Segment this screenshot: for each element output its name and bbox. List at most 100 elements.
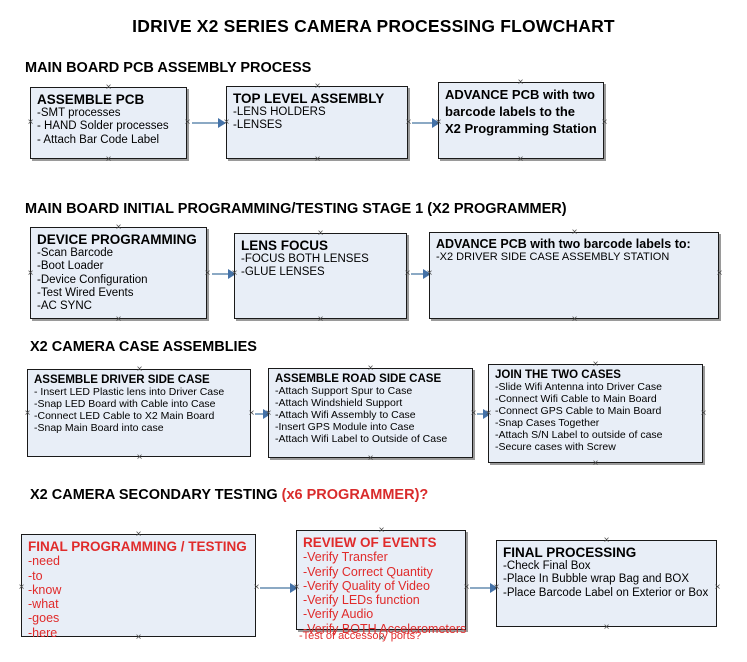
box-title: ADVANCE PCB with two	[445, 87, 595, 102]
box-top-level-assembly[interactable]: TOP LEVEL ASSEMBLY -LENS HOLDERS -LENSES	[226, 86, 408, 159]
box-assemble-driver-side-case[interactable]: ASSEMBLE DRIVER SIDE CASE - Insert LED P…	[27, 369, 251, 457]
box-line: -Check Final Box	[503, 560, 591, 573]
page-title: IDRIVE X2 SERIES CAMERA PROCESSING FLOWC…	[132, 16, 615, 36]
connection-point-bottom[interactable]	[516, 155, 525, 164]
connection-point-left[interactable]	[26, 269, 35, 278]
connection-point-left[interactable]	[222, 118, 231, 127]
connection-point-left[interactable]	[23, 409, 32, 418]
connection-point-right[interactable]	[715, 269, 724, 278]
box-title-line3: X2 Programming Station	[445, 120, 597, 136]
box-title: TOP LEVEL ASSEMBLY	[233, 91, 385, 106]
box-advance-pcb-programming-station[interactable]: ADVANCE PCB with two barcode labels to t…	[438, 82, 604, 159]
box-title: ASSEMBLE ROAD SIDE CASE	[275, 373, 442, 385]
connection-point-top[interactable]	[316, 229, 325, 238]
connection-point-bottom[interactable]	[134, 633, 143, 642]
connection-point-top[interactable]	[313, 82, 322, 91]
box-line: -Attach Support Spur to Case	[275, 385, 413, 398]
connection-point-top[interactable]	[570, 228, 579, 237]
box-final-programming-testing[interactable]: FINAL PROGRAMMING / TESTING -need -to -k…	[21, 534, 256, 640]
connection-point-bottom[interactable]	[570, 315, 579, 324]
connection-point-top[interactable]	[591, 360, 600, 369]
box-advance-pcb-driver-side-case[interactable]: ADVANCE PCB with two barcode labels to: …	[429, 232, 719, 319]
box-line: -Attach Windshield Support	[275, 397, 403, 410]
connection-point-left[interactable]	[492, 583, 501, 592]
box-join-the-two-cases[interactable]: JOIN THE TWO CASES -Slide Wifi Antenna i…	[488, 364, 703, 463]
connection-point-top[interactable]	[602, 536, 611, 545]
connection-point-bottom[interactable]	[377, 634, 386, 643]
box-line: -know	[28, 582, 62, 597]
box-line: -Snap Main Board into case	[34, 422, 164, 435]
connection-point-left[interactable]	[425, 269, 434, 278]
box-final-processing[interactable]: FINAL PROCESSING -Check Final Box -Place…	[496, 540, 717, 627]
connection-point-left[interactable]	[17, 583, 26, 592]
connection-point-top[interactable]	[104, 83, 113, 92]
connection-point-right[interactable]	[600, 118, 609, 127]
connection-point-bottom[interactable]	[313, 155, 322, 164]
connection-point-bottom[interactable]	[602, 623, 611, 632]
section-header-text: X2 CAMERA SECONDARY TESTING	[30, 487, 282, 503]
connection-point-left[interactable]	[26, 118, 35, 127]
box-line: -Secure cases with Screw	[495, 440, 616, 453]
connection-point-left[interactable]	[434, 118, 443, 127]
box-review-of-events[interactable]: REVIEW OF EVENTS -Verify Transfer -Verif…	[296, 530, 466, 636]
connection-point-left[interactable]	[292, 583, 301, 592]
box-line: - Attach Bar Code Label	[37, 133, 160, 146]
connection-point-top[interactable]	[366, 364, 375, 373]
box-line: -Device Configuration	[37, 273, 148, 286]
box-title: LENS FOCUS	[241, 238, 329, 253]
box-title: FINAL PROGRAMMING / TESTING	[28, 539, 247, 554]
box-title: ADVANCE PCB with two barcode labels to:	[436, 237, 691, 251]
connection-point-top[interactable]	[516, 78, 525, 87]
box-title: FINAL PROCESSING	[503, 545, 637, 560]
connection-point-top[interactable]	[114, 223, 123, 232]
connector-line	[411, 273, 425, 275]
box-line: -FOCUS BOTH LENSES	[241, 253, 369, 266]
section-header-x2-camera-case-assemblies: X2 CAMERA CASE ASSEMBLIES	[30, 339, 257, 355]
connection-point-bottom[interactable]	[114, 315, 123, 324]
box-line: -Connect GPS Cable to Main Board	[495, 405, 662, 418]
section-header-text: MAIN BOARD INITIAL PROGRAMMING/TESTING S…	[25, 201, 567, 217]
box-line: -to	[28, 568, 43, 583]
box-line: -SMT processes	[37, 107, 121, 120]
box-line: -Attach S/N Label to outside of case	[495, 428, 663, 441]
connection-point-bottom[interactable]	[591, 459, 600, 468]
box-line: -Verify Correct Quantity	[303, 564, 433, 579]
connection-point-bottom[interactable]	[104, 155, 113, 164]
connection-point-left[interactable]	[264, 409, 273, 418]
box-line: -Scan Barcode	[37, 247, 114, 260]
connection-point-top[interactable]	[377, 526, 386, 535]
box-assemble-pcb[interactable]: ASSEMBLE PCB -SMT processes - HAND Solde…	[30, 87, 187, 159]
connection-point-right[interactable]	[713, 583, 722, 592]
connector-line	[412, 122, 434, 124]
connector-line	[470, 587, 492, 589]
box-assemble-road-side-case[interactable]: ASSEMBLE ROAD SIDE CASE -Attach Support …	[268, 368, 473, 458]
connection-point-top[interactable]	[135, 365, 144, 374]
connection-point-right[interactable]	[183, 118, 192, 127]
section-header-main-board-pcb-assembly: MAIN BOARD PCB ASSEMBLY PROCESS	[25, 60, 311, 76]
box-line: -Snap LED Board with Cable into Case	[34, 398, 216, 411]
box-line: -Verify BOTH Accelerometers	[303, 621, 467, 636]
connector-line	[260, 587, 293, 589]
box-line: -Verify Audio	[303, 607, 374, 622]
box-lens-focus[interactable]: LENS FOCUS -FOCUS BOTH LENSES -GLUE LENS…	[234, 233, 407, 319]
box-title: DEVICE PROGRAMMING	[37, 232, 197, 247]
box-line: -Snap Cases Together	[495, 417, 600, 430]
connection-point-top[interactable]	[134, 530, 143, 539]
box-line: -need	[28, 554, 60, 569]
box-line-overflow: -Test of accessory ports?	[299, 630, 422, 642]
box-line: -Place In Bubble wrap Bag and BOX	[503, 573, 690, 586]
connection-point-bottom[interactable]	[366, 454, 375, 463]
box-title: ASSEMBLE PCB	[37, 92, 145, 107]
box-line: -Verify LEDs function	[303, 593, 420, 608]
box-device-programming[interactable]: DEVICE PROGRAMMING -Scan Barcode -Boot L…	[30, 227, 207, 319]
box-line: -AC SYNC	[37, 299, 92, 312]
connection-point-left[interactable]	[230, 269, 239, 278]
connection-point-left[interactable]	[484, 409, 493, 418]
section-header-text: X2 CAMERA CASE ASSEMBLIES	[30, 339, 257, 355]
connection-point-right[interactable]	[203, 269, 212, 278]
connection-point-bottom[interactable]	[135, 453, 144, 462]
box-title: JOIN THE TWO CASES	[495, 369, 621, 381]
box-line: -Place Barcode Label on Exterior or Box	[503, 586, 709, 599]
connection-point-right[interactable]	[699, 409, 708, 418]
connection-point-bottom[interactable]	[316, 315, 325, 324]
